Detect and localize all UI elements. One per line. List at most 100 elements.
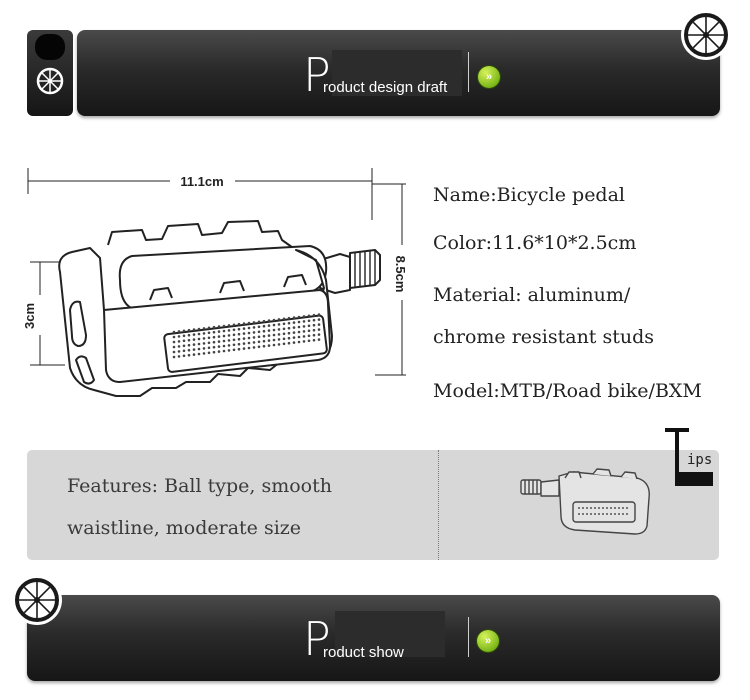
reflector-dot <box>272 318 276 322</box>
reflector-dot <box>292 331 296 334</box>
bicycle-wheel-badge <box>681 10 731 60</box>
reflector-dot <box>217 335 221 338</box>
reflector-dot <box>287 341 291 345</box>
reflector-dot <box>247 326 251 330</box>
reflector-dot <box>207 336 211 340</box>
reflector-dot <box>237 332 241 336</box>
reflector-dot <box>312 318 316 322</box>
reflector-dot <box>272 323 276 327</box>
reflector-dot <box>207 346 211 350</box>
reflector-dot <box>217 350 221 353</box>
reflector-dot <box>187 333 191 337</box>
reflector-dot <box>247 336 251 340</box>
banner-title-initial: P <box>303 48 331 102</box>
double-chevron-right-icon[interactable]: » <box>478 66 500 88</box>
reflector-dot <box>202 327 206 330</box>
bicycle-wheel-icon <box>684 13 728 57</box>
spec-model: Model:MTB/Road bike/BXM <box>433 380 702 402</box>
reflector-dot <box>197 347 201 351</box>
reflector-dot <box>227 324 231 327</box>
reflector-dot <box>292 336 296 339</box>
reflector-dot <box>292 326 296 329</box>
reflector-dot <box>257 345 261 349</box>
reflector-dot <box>257 340 261 344</box>
reflector-dot <box>212 345 216 349</box>
banner-separator <box>468 617 469 657</box>
reflector-dot <box>217 340 221 343</box>
reflector-dot <box>262 319 266 323</box>
reflector-dot <box>262 344 266 348</box>
reflector-dot <box>232 323 236 327</box>
features-panel: Features: Ball type, smooth waistline, m… <box>27 450 719 560</box>
reflector-dot <box>202 332 206 335</box>
reflector-dot <box>287 316 291 320</box>
reflector-dot <box>222 349 226 353</box>
tips-label: ips <box>665 428 715 486</box>
reflector-dot <box>267 344 271 347</box>
double-chevron-right-icon[interactable]: » <box>477 630 499 652</box>
reflector-dot <box>187 353 191 357</box>
reflector-dot <box>212 340 216 344</box>
reflector-dot <box>287 326 291 330</box>
tips-underline <box>675 472 713 486</box>
title-box <box>332 50 462 96</box>
reflector-dot <box>207 351 211 355</box>
reflector-dot <box>272 338 276 342</box>
reflector-dot <box>302 320 306 323</box>
header-banner: P roduct design draft » <box>77 30 720 116</box>
reflector-dot <box>217 345 221 348</box>
reflector-dot <box>192 348 196 351</box>
reflector-dot <box>237 337 241 341</box>
reflector-dot <box>182 334 186 338</box>
depth-dimension-label: 8.5cm <box>393 256 408 293</box>
reflector-dot <box>247 341 251 345</box>
tips-initial-stem <box>675 428 679 472</box>
reflector-dot <box>197 332 201 336</box>
reflector-dot <box>287 331 291 335</box>
reflector-dot <box>237 347 241 351</box>
reflector-dot <box>312 328 316 332</box>
reflector-dot <box>247 321 251 325</box>
reflector-dot <box>257 325 261 329</box>
reflector-dot <box>182 349 186 353</box>
reflector-dot <box>262 324 266 328</box>
banner-title-text: roduct design draft <box>323 79 448 96</box>
reflector-dot <box>192 338 196 341</box>
banner-title-text: roduct show <box>323 644 404 661</box>
reflector-dot <box>297 335 301 339</box>
reflector-dot <box>192 353 196 356</box>
reflector-dot <box>187 343 191 347</box>
reflector-dot <box>172 335 176 339</box>
reflector-dot <box>267 319 271 322</box>
title-box <box>335 611 445 657</box>
reflector-dot <box>307 334 311 338</box>
reflector-dot <box>262 329 266 333</box>
reflector-dot <box>242 327 246 330</box>
reflector-dot <box>252 326 256 329</box>
reflector-dot <box>242 342 246 345</box>
reflector-dot <box>172 340 176 344</box>
reflector-dot <box>237 327 241 331</box>
reflector-dot <box>187 338 191 342</box>
reflector-dot <box>222 339 226 343</box>
height-dimension-label: 3cm <box>22 303 37 329</box>
reflector-dot <box>247 346 251 350</box>
reflector-dot <box>177 335 181 338</box>
reflector-dot <box>292 321 296 324</box>
reflector-dot <box>202 342 206 345</box>
reflector-dot <box>197 327 201 331</box>
reflector-dot <box>192 328 196 331</box>
reflector-dot <box>227 329 231 332</box>
reflector-dot <box>297 340 301 344</box>
features-line-2: waistline, moderate size <box>67 517 302 539</box>
bicycle-wheel-icon <box>36 67 64 95</box>
reflector-dot <box>247 331 251 335</box>
reflector-dot <box>267 329 271 332</box>
reflector-dot <box>302 315 306 318</box>
reflector-dot <box>202 337 206 340</box>
reflector-dot <box>252 346 256 349</box>
reflector-dot <box>282 317 286 321</box>
reflector-dot <box>232 333 236 337</box>
reflector-dot <box>197 352 201 356</box>
bicycle-wheel-badge <box>12 575 62 625</box>
